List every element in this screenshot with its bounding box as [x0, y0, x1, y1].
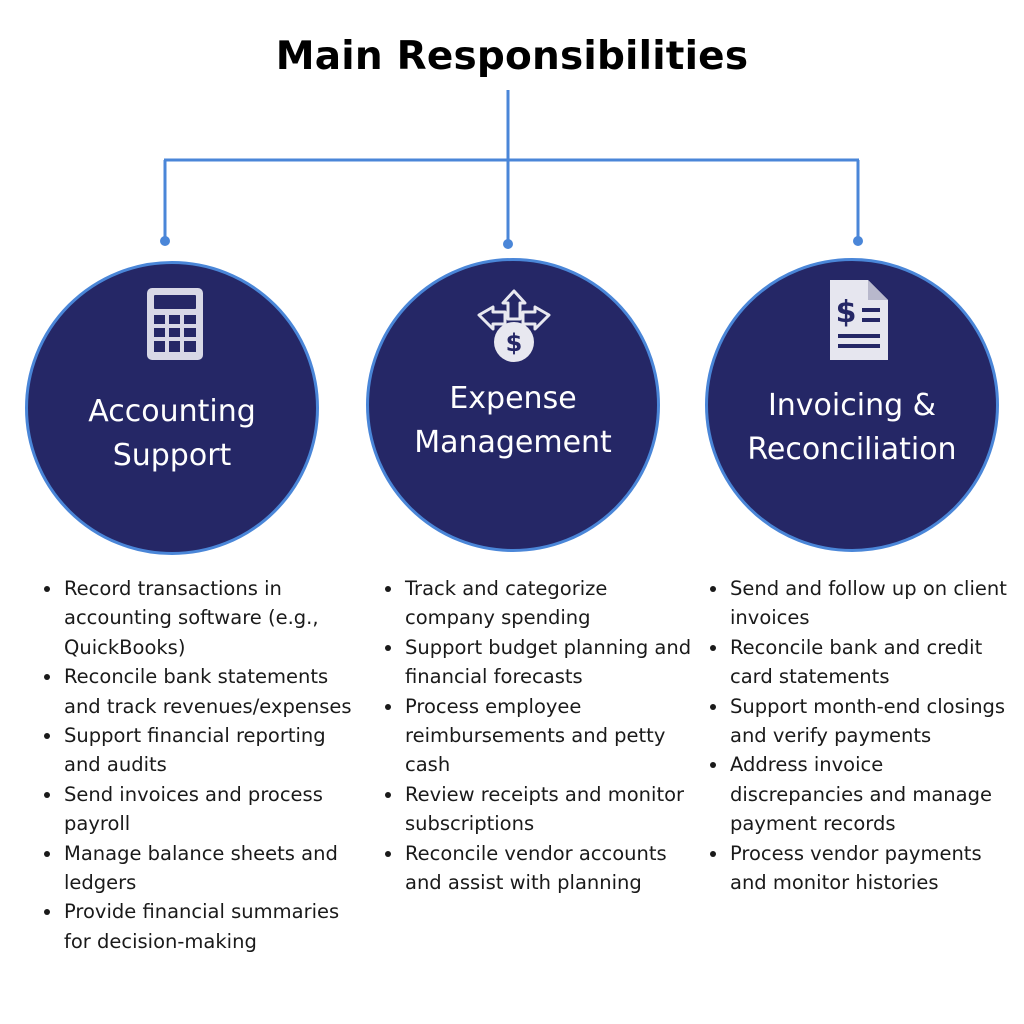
list-item: Support month-end closings and verify pa…	[710, 692, 1010, 751]
svg-text:$: $	[836, 295, 857, 330]
circle-heading: Expense Management	[369, 377, 657, 465]
circle-heading: Invoicing & Reconciliation	[708, 384, 996, 472]
expense-management-circle: $ Expense Management	[366, 258, 660, 552]
heading-line-1: Expense	[449, 381, 577, 416]
heading-line-2: Reconciliation	[747, 432, 957, 467]
invoicing-reconciliation-list: Send and follow up on client invoices Re…	[710, 574, 1010, 898]
list-item: Record transactions in accounting softwa…	[44, 574, 354, 662]
svg-text:$: $	[506, 329, 523, 357]
heading-line-2: Support	[112, 438, 232, 473]
right-branch-dot	[853, 236, 863, 246]
list-item: Process employee reimbursements and pett…	[385, 692, 695, 780]
invoice-document-icon: $	[830, 280, 888, 360]
list-item: Manage balance sheets and ledgers	[44, 839, 354, 898]
circle-heading: Accounting Support	[28, 390, 316, 478]
heading-line-2: Management	[414, 425, 612, 460]
money-flow-icon: $	[477, 289, 551, 362]
accounting-support-circle: Accounting Support	[25, 261, 319, 555]
list-item: Process vendor payments and monitor hist…	[710, 839, 1010, 898]
heading-line-1: Invoicing &	[767, 388, 937, 423]
left-branch-dot	[160, 236, 170, 246]
list-item: Support budget planning and financial fo…	[385, 633, 695, 692]
list-item: Track and categorize company spending	[385, 574, 695, 633]
list-item: Send and follow up on client invoices	[710, 574, 1010, 633]
calculator-icon	[147, 288, 203, 360]
list-item: Provide financial summaries for decision…	[44, 897, 354, 956]
page-title: Main Responsibilities	[275, 34, 749, 79]
list-item: Support financial reporting and audits	[44, 721, 354, 780]
heading-line-1: Accounting	[88, 394, 256, 429]
list-item: Send invoices and process payroll	[44, 780, 354, 839]
list-item: Reconcile vendor accounts and assist wit…	[385, 839, 695, 898]
expense-management-list: Track and categorize company spending Su…	[385, 574, 695, 898]
list-item: Address invoice discrepancies and manage…	[710, 750, 1010, 838]
list-item: Review receipts and monitor subscription…	[385, 780, 695, 839]
list-item: Reconcile bank and credit card statement…	[710, 633, 1010, 692]
list-item: Reconcile bank statements and track reve…	[44, 662, 354, 721]
invoicing-reconciliation-circle: $ Invoicing & Reconciliation	[705, 258, 999, 552]
center-branch-dot	[503, 239, 513, 249]
connector-lines	[160, 90, 863, 249]
accounting-support-list: Record transactions in accounting softwa…	[44, 574, 354, 956]
